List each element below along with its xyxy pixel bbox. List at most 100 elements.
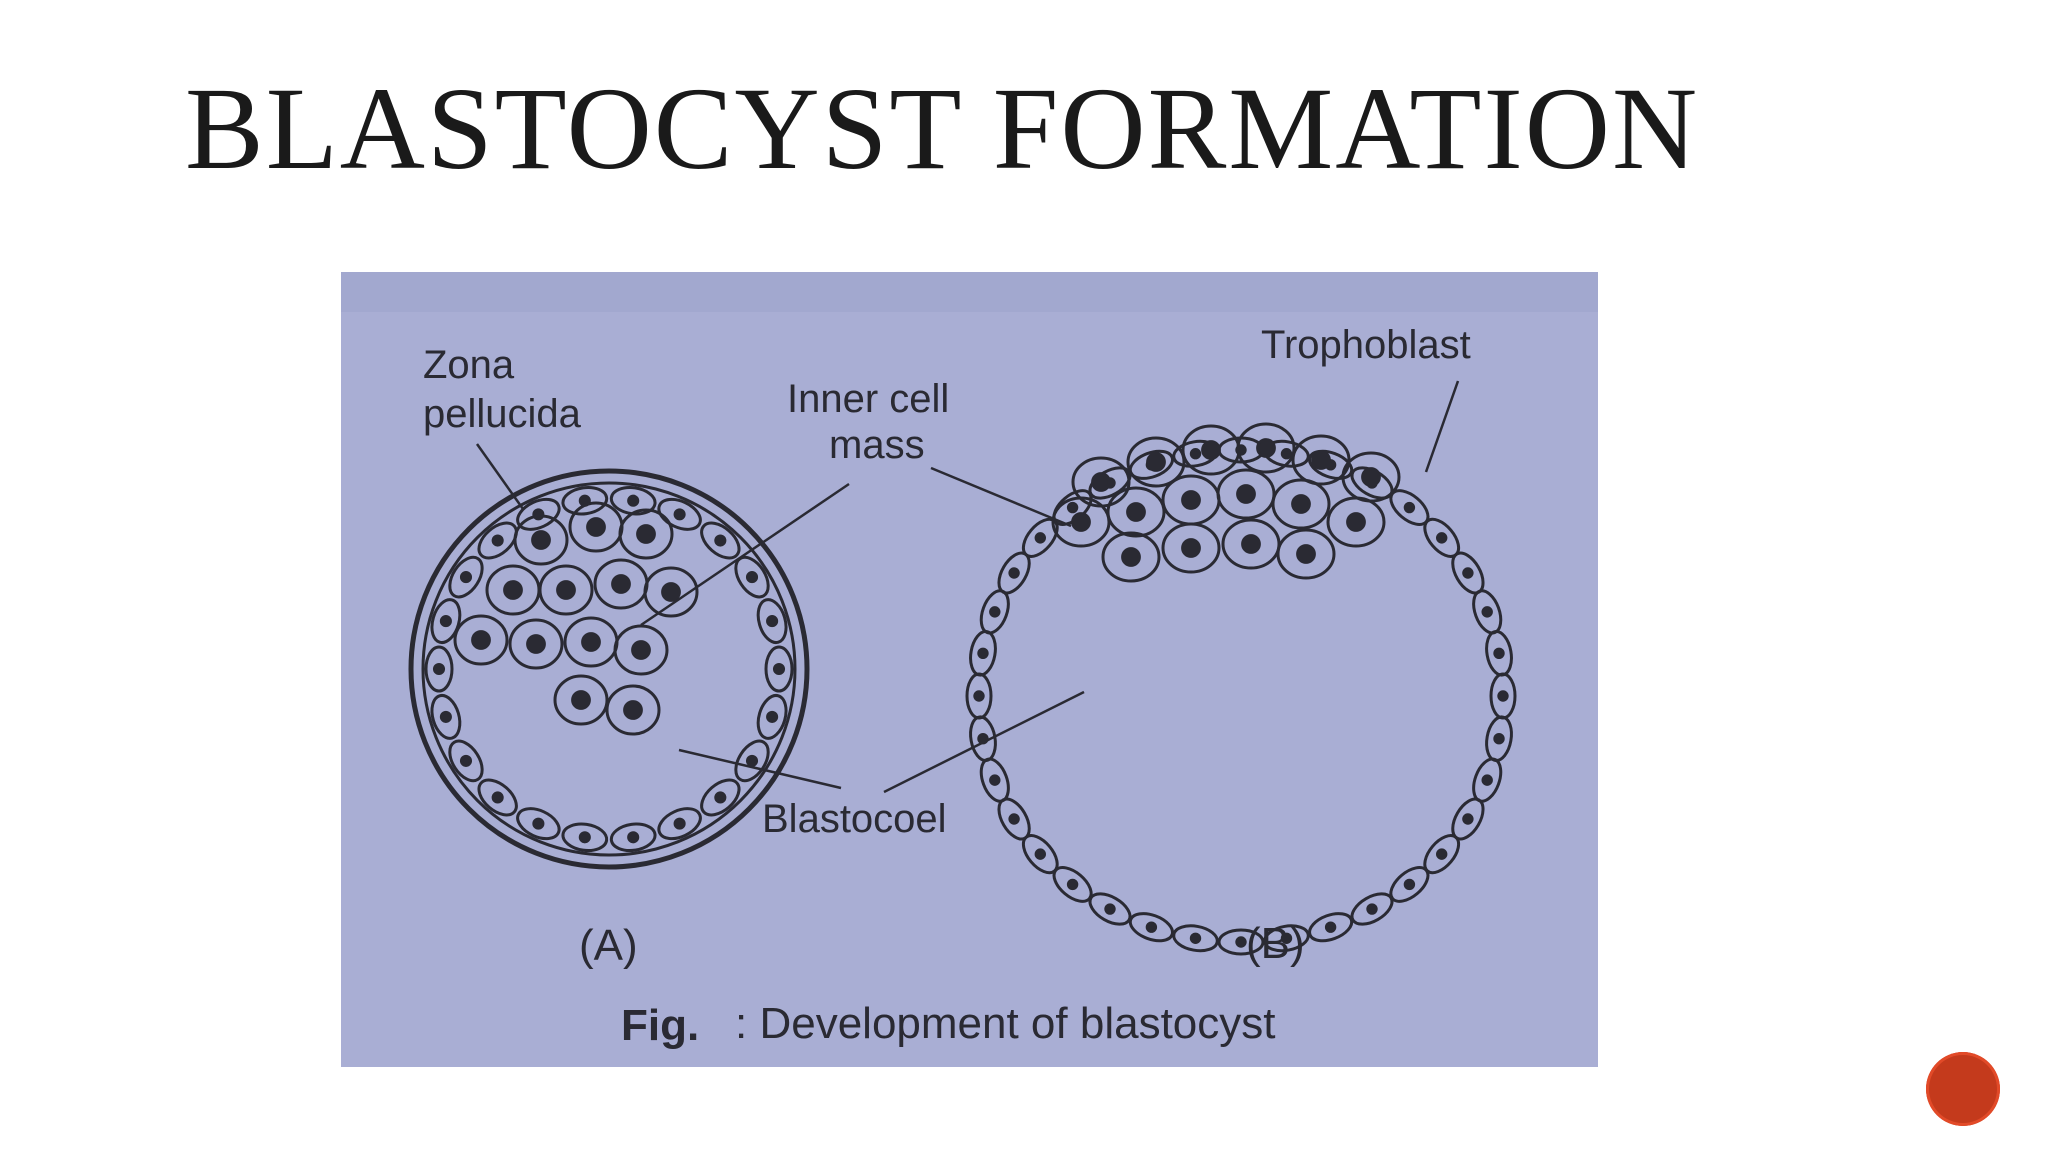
nucleus [439,615,452,628]
caption-prefix: Fig. [621,1001,699,1050]
panel-a-drawing [408,468,810,870]
cell [1217,928,1265,956]
nucleus [1280,448,1293,460]
cell [1276,528,1336,580]
cell [643,566,699,618]
nucleus [532,817,545,830]
cell [561,822,609,853]
nucleus [471,630,491,650]
nucleus [1066,878,1079,891]
nucleus [977,647,989,659]
nucleus [745,571,759,584]
nucleus [989,606,1001,618]
cell [430,693,462,740]
cell [1236,422,1296,474]
nucleus [1146,452,1166,472]
nucleus [1145,921,1158,933]
nucleus [636,524,656,544]
nucleus [1346,512,1366,532]
nucleus [1091,472,1111,492]
cell [1326,496,1386,548]
diagram-canvas: Zona pellucida Inner cell mass Trophobla… [341,272,1598,1067]
nucleus [673,817,686,830]
nucleus [973,690,985,702]
nucleus [1201,440,1221,460]
cell [513,514,569,566]
nucleus [1235,936,1247,948]
nucleus [1481,774,1493,786]
nucleus [578,831,591,844]
nucleus [766,615,779,628]
cell [1101,531,1161,583]
nucleus [459,754,473,767]
nucleus [526,634,546,654]
nucleus [1236,484,1256,504]
nucleus [772,662,786,676]
nucleus [1296,544,1316,564]
cell [1172,924,1219,953]
nucleus [714,534,727,547]
nucleus [1189,448,1202,460]
cell [516,497,561,531]
nucleus [1361,467,1381,487]
nucleus [503,580,523,600]
nucleus [714,791,727,804]
nucleus [1436,532,1448,544]
cell [448,555,484,599]
label-panel-b: (B) [1246,919,1305,968]
nucleus [1126,502,1146,522]
cell [764,645,794,693]
nucleus [531,530,551,550]
nucleus [1291,494,1311,514]
cell [1308,912,1354,943]
label-blastocoel: Blastocoel [762,797,947,841]
label-zona-line2: pellucida [423,392,582,436]
nucleus [1256,438,1276,458]
cell [508,618,564,670]
cell [561,485,609,516]
label-panel-a: (A) [579,921,638,970]
cell [424,645,454,693]
nucleus [623,700,643,720]
cell [1126,436,1186,488]
cell [538,564,594,616]
cell [756,598,788,645]
cell [657,497,702,531]
nucleus [459,571,473,584]
nucleus [1241,534,1261,554]
panel-b-drawing [965,422,1517,956]
cell [1263,924,1310,953]
slide-title: BLASTOCYST FORMATION [185,63,1700,194]
cell [657,807,702,841]
nucleus [631,640,651,660]
nucleus [1189,932,1202,944]
nucleus [1403,878,1416,891]
nucleus [1481,606,1493,618]
nucleus [1497,690,1509,702]
nucleus [611,574,631,594]
cell [1485,630,1513,677]
nucleus [491,534,504,547]
cell [453,614,509,666]
nucleus [627,831,640,844]
nucleus [661,582,681,602]
cell [1106,486,1166,538]
nucleus [432,662,446,676]
next-slide-button[interactable] [1926,1052,2000,1126]
label-zona-line1: Zona [423,343,515,387]
nucleus [1462,567,1474,579]
nucleus [581,632,601,652]
nucleus [586,517,606,537]
nucleus [1403,501,1416,514]
cell [430,598,462,645]
nucleus [1008,567,1020,579]
nucleus [1104,903,1116,915]
nucleus [439,710,452,723]
nucleus [1366,903,1378,915]
nucleus [556,580,576,600]
cell [553,674,609,726]
nucleus [673,508,686,521]
nucleus [627,494,640,507]
nucleus [1493,647,1505,659]
nucleus [1436,848,1448,860]
